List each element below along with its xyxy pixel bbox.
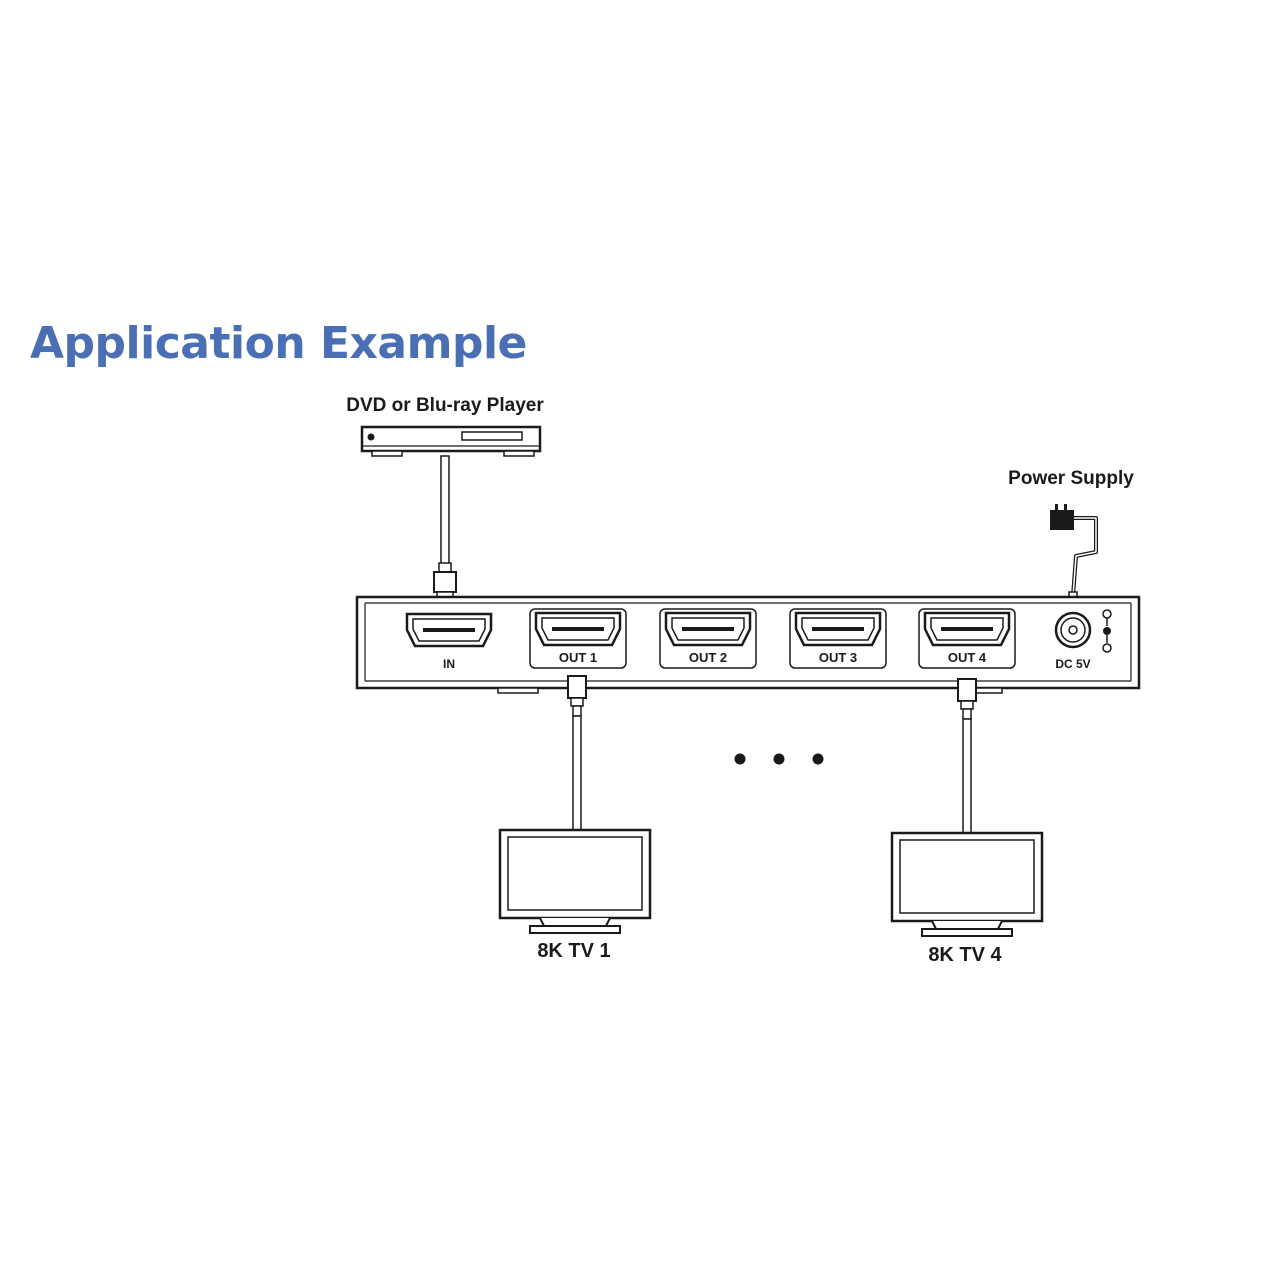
out-label-1: OUT 1 — [559, 650, 597, 665]
out-label-2: OUT 2 — [689, 650, 727, 665]
input-cable — [433, 455, 457, 599]
hdmi-out-port-2: OUT 2 — [659, 608, 757, 669]
dc-label: DC 5V — [1055, 657, 1090, 671]
hdmi-splitter: IN OUT 1 OUT 2 OUT 3 OUT 4 DC 5 — [355, 595, 1141, 694]
out-label-4: OUT 4 — [948, 650, 987, 665]
hdmi-out-port-3: OUT 3 — [789, 608, 887, 669]
tv-label-4: 8K TV 4 — [928, 944, 1002, 966]
in-label: IN — [443, 657, 455, 671]
polarity-icon — [1102, 609, 1112, 653]
tv-icon-1 — [498, 828, 652, 935]
tv-icon-4 — [890, 831, 1044, 938]
dc-jack-icon: DC 5V — [1054, 611, 1092, 671]
output-cable-1 — [567, 675, 587, 832]
tv-label-1: 8K TV 1 — [537, 940, 610, 962]
output-cable-4 — [957, 678, 977, 835]
power-label: Power Supply — [1008, 468, 1134, 489]
ellipsis-dots — [734, 753, 824, 765]
source-label: DVD or Blu-ray Player — [346, 395, 544, 416]
hdmi-out-port-4: OUT 4 — [918, 608, 1016, 669]
hdmi-in-port: IN — [405, 612, 493, 671]
out-label-3: OUT 3 — [819, 650, 857, 665]
page-title: Application Example — [30, 318, 527, 369]
power-adapter-icon — [1050, 504, 1098, 601]
dvd-player-icon — [360, 425, 542, 457]
hdmi-out-port-1: OUT 1 — [529, 608, 627, 669]
